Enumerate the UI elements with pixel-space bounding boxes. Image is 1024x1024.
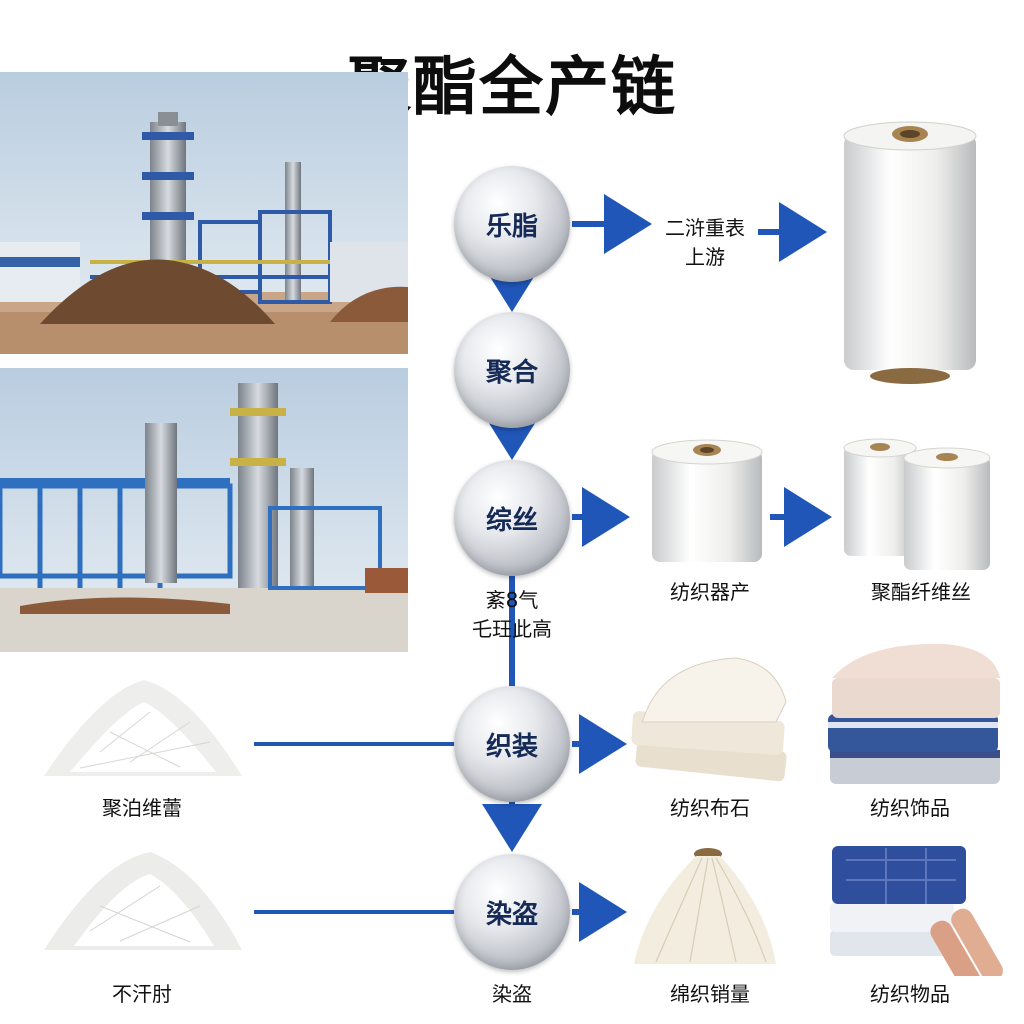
node-label: 聚合 [485,357,538,388]
fiber-pile-icon [40,846,246,956]
textile-sales-label: 绵织销量 [670,982,750,1006]
yarn-spool-pair-icon [842,436,992,576]
factory-photo-bottom [0,368,408,652]
process-node-dyeing: 染盗 [454,854,570,970]
note-line-2: 乇玨此高 [472,617,552,641]
fiber-pile-icon [40,672,246,782]
spinning-note: 紊8气 乇玨此高 [452,586,572,644]
textile-decor-label: 纺织饰品 [870,796,950,820]
textile-fabric-label: 纺织布石 [670,796,750,820]
factory-photo-top [0,72,408,354]
textile-goods-icon [826,840,1006,976]
note-line-1: 紊8气 [485,588,539,612]
process-node-weaving: 织装 [454,686,570,802]
node-label: 乐脂 [485,211,538,242]
node-label: 染盗 [485,899,538,930]
upstream-label: 二浒重表 上游 [650,214,760,272]
fiber-tuft-icon [626,846,786,970]
node-label: 织装 [485,731,538,762]
process-node-resin: 乐脂 [454,166,570,282]
textile-goods-label: 纺织物品 [870,982,950,1006]
dyeing-bottom-label: 染盗 [492,982,532,1006]
raw-material-label-1: 聚泊维蕾 [102,796,182,820]
process-node-polymerization: 聚合 [454,312,570,428]
upstream-line-2: 上游 [685,245,725,269]
yarn-spool-icon [840,118,980,390]
polyester-fiber-label: 聚酯纤维丝 [871,580,971,604]
process-node-spinning: 综丝 [454,460,570,576]
yarn-spool-icon [648,436,766,568]
node-label: 综丝 [485,505,538,536]
folded-fabric-icon [626,652,798,788]
raw-material-label-2: 不汗肘 [112,982,172,1006]
fabric-stack-icon [824,638,1004,794]
textile-production-label: 纺织器产 [670,580,750,604]
upstream-line-1: 二浒重表 [665,216,745,240]
